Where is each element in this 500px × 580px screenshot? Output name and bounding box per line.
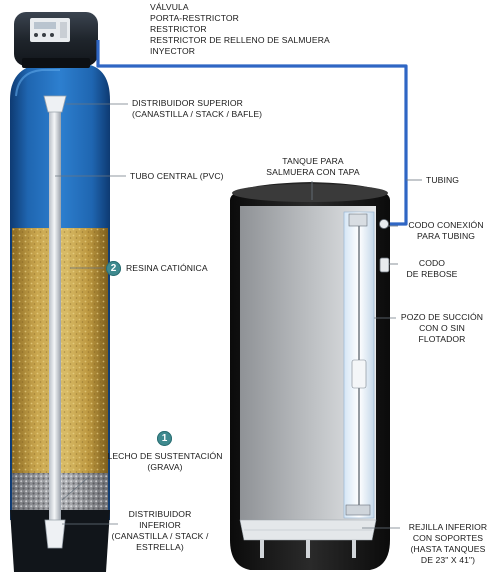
label-bottom-distributor-line-1: DISTRIBUIDOR <box>128 509 192 519</box>
label-valve-line-2: PORTA-RESTRICTOR <box>150 13 239 23</box>
softener-tank <box>10 12 110 572</box>
tubing-elbow <box>379 219 389 229</box>
float <box>351 359 367 389</box>
label-brine-tank-line-2: SALMUERA CON TAPA <box>266 167 360 177</box>
label-overflow-elbow: CODO DE REBOSE <box>398 258 466 280</box>
overflow-elbow <box>379 257 390 273</box>
label-valve: VÁLVULA PORTA-RESTRICTOR RESTRICTOR REST… <box>150 2 330 57</box>
label-valve-line-3: RESTRICTOR <box>150 24 207 34</box>
label-valve-line-5: INYECTOR <box>150 46 196 56</box>
brine-tank <box>230 182 390 570</box>
label-valve-line-4: RESTRICTOR DE RELLENO DE SALMUERA <box>150 35 330 45</box>
label-bottom-grid-line-1: REJILLA INFERIOR <box>408 522 488 532</box>
label-suction-well-line-1: POZO DE SUCCIÓN <box>400 312 484 322</box>
label-brine-tank-line-1: TANQUE PARA <box>282 156 344 166</box>
label-tubing-elbow-line-1: CODO CONEXIÓN <box>408 220 484 230</box>
top-distributor-shape <box>43 95 67 113</box>
label-top-distributor-line-2: (CANASTILLA / STACK / BAFLE) <box>132 109 263 119</box>
label-bottom-grid: REJILLA INFERIOR CON SOPORTES (HASTA TAN… <box>400 522 496 566</box>
label-support-bed: LECHO DE SUSTENTACIÓN (GRAVA) <box>98 451 232 473</box>
bottom-distributor-shape <box>44 519 66 549</box>
leader-lines <box>55 103 422 529</box>
label-bottom-distributor-line-2: INFERIOR <box>139 520 181 530</box>
label-valve-line-1: VÁLVULA <box>150 2 189 12</box>
label-overflow-elbow-line-1: CODO <box>418 258 446 268</box>
label-central-tube-line-1: TUBO CENTRAL (PVC) <box>130 171 224 181</box>
label-bottom-grid-line-4: DE 23" X 41") <box>420 555 476 565</box>
badge-resin: 2 <box>106 261 121 276</box>
label-tubing-elbow-line-2: PARA TUBING <box>416 231 476 241</box>
label-bottom-distributor-line-3: (CANASTILLA / STACK / <box>111 531 209 541</box>
label-support-bed-line-2: (GRAVA) <box>147 462 183 472</box>
badge-support-bed: 1 <box>157 431 172 446</box>
label-resin: RESINA CATIÓNICA <box>126 263 208 274</box>
label-top-distributor: DISTRIBUIDOR SUPERIOR (CANASTILLA / STAC… <box>132 98 262 120</box>
label-tubing-elbow: CODO CONEXIÓN PARA TUBING <box>398 220 494 242</box>
label-central-tube: TUBO CENTRAL (PVC) <box>130 171 224 182</box>
label-bottom-distributor-line-4: ESTRELLA) <box>136 542 184 552</box>
label-overflow-elbow-line-2: DE REBOSE <box>406 269 458 279</box>
label-tubing-line-1: TUBING <box>426 175 460 185</box>
label-resin-line-1: RESINA CATIÓNICA <box>126 263 208 273</box>
label-suction-well-line-2: CON O SIN <box>419 323 465 333</box>
label-suction-well-line-3: FLOTADOR <box>418 334 466 344</box>
tubing-line <box>96 40 408 226</box>
label-support-bed-line-1: LECHO DE SUSTENTACIÓN <box>107 451 223 461</box>
label-suction-well: POZO DE SUCCIÓN CON O SIN FLOTADOR <box>396 312 488 345</box>
label-bottom-grid-line-3: (HASTA TANQUES <box>410 544 486 554</box>
label-top-distributor-line-1: DISTRIBUIDOR SUPERIOR <box>132 98 243 108</box>
label-tubing: TUBING <box>426 175 459 186</box>
label-bottom-distributor: DISTRIBUIDOR INFERIOR (CANASTILLA / STAC… <box>96 509 224 553</box>
label-brine-tank: TANQUE PARA SALMUERA CON TAPA <box>248 156 378 178</box>
label-bottom-grid-line-2: CON SOPORTES <box>412 533 484 543</box>
central-tube <box>49 108 61 538</box>
